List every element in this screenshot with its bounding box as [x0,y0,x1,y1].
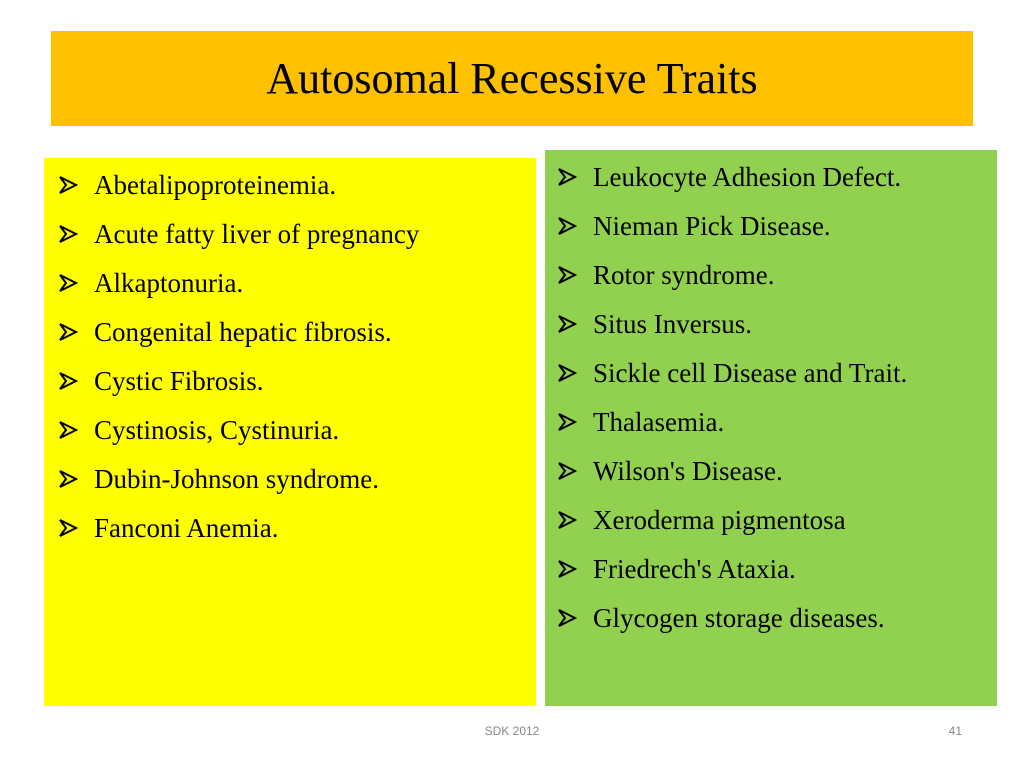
list-item: Situs Inversus. [557,309,991,339]
list-item: Abetalipoproteinemia. [58,170,528,200]
arrowhead-bullet-icon [557,211,593,241]
list-item-text: Cystinosis, Cystinuria. [94,415,340,445]
arrowhead-bullet-icon [557,309,593,339]
arrowhead-bullet-icon [58,464,94,494]
left-bullet-list: Abetalipoproteinemia. Acute fatty liver o… [58,170,528,543]
list-item: Wilson's Disease. [557,456,991,486]
list-item: Alkaptonuria. [58,268,528,298]
arrowhead-bullet-icon [557,603,593,633]
list-item-text: Xeroderma pigmentosa [593,505,846,535]
arrowhead-bullet-icon [557,554,593,584]
list-item-text: Leukocyte Adhesion Defect. [593,162,902,192]
arrowhead-bullet-icon [557,456,593,486]
left-list-panel: Abetalipoproteinemia. Acute fatty liver o… [44,158,536,706]
arrowhead-bullet-icon [58,317,94,347]
arrowhead-bullet-icon [557,358,593,388]
right-bullet-list: Leukocyte Adhesion Defect. Nieman Pick Di… [557,162,991,633]
list-item-text: Friedrech's Ataxia. [593,554,796,584]
list-item-text: Dubin-Johnson syndrome. [94,464,379,494]
arrowhead-bullet-icon [557,260,593,290]
list-item: Congenital hepatic fibrosis. [58,317,528,347]
list-item: Rotor syndrome. [557,260,991,290]
list-item: Sickle cell Disease and Trait. [557,358,991,388]
list-item: Cystinosis, Cystinuria. [58,415,528,445]
arrowhead-bullet-icon [557,505,593,535]
arrowhead-bullet-icon [58,268,94,298]
list-item-text: Abetalipoproteinemia. [94,170,337,200]
list-item: Thalasemia. [557,407,991,437]
list-item-text: Nieman Pick Disease. [593,211,831,241]
list-item-text: Acute fatty liver of pregnancy [94,219,420,249]
list-item-text: Rotor syndrome. [593,260,775,290]
arrowhead-bullet-icon [58,415,94,445]
footer-text: SDK 2012 [484,724,540,738]
list-item: Leukocyte Adhesion Defect. [557,162,991,192]
list-item-text: Cystic Fibrosis. [94,366,264,396]
list-item-text: Thalasemia. [593,407,725,437]
list-item: Xeroderma pigmentosa [557,505,991,535]
list-item-text: Situs Inversus. [593,309,753,339]
list-item: Acute fatty liver of pregnancy [58,219,528,249]
list-item: Cystic Fibrosis. [58,366,528,396]
list-item: Friedrech's Ataxia. [557,554,991,584]
right-list-panel: Leukocyte Adhesion Defect. Nieman Pick Di… [545,150,997,706]
list-item: Nieman Pick Disease. [557,211,991,241]
list-item-text: Alkaptonuria. [94,268,244,298]
list-item: Dubin-Johnson syndrome. [58,464,528,494]
arrowhead-bullet-icon [557,407,593,437]
title-banner: Autosomal Recessive Traits [51,31,973,126]
list-item-text: Congenital hepatic fibrosis. [94,317,392,347]
list-item: Glycogen storage diseases. [557,603,991,633]
slide-title: Autosomal Recessive Traits [266,53,758,103]
arrowhead-bullet-icon [557,162,593,192]
arrowhead-bullet-icon [58,366,94,396]
list-item-text: Glycogen storage diseases. [593,603,885,633]
list-item-text: Sickle cell Disease and Trait. [593,358,908,388]
arrowhead-bullet-icon [58,513,94,543]
slide-number: 41 [948,724,962,738]
list-item: Fanconi Anemia. [58,513,528,543]
arrowhead-bullet-icon [58,219,94,249]
arrowhead-bullet-icon [58,170,94,200]
list-item-text: Wilson's Disease. [593,456,783,486]
list-item-text: Fanconi Anemia. [94,513,279,543]
